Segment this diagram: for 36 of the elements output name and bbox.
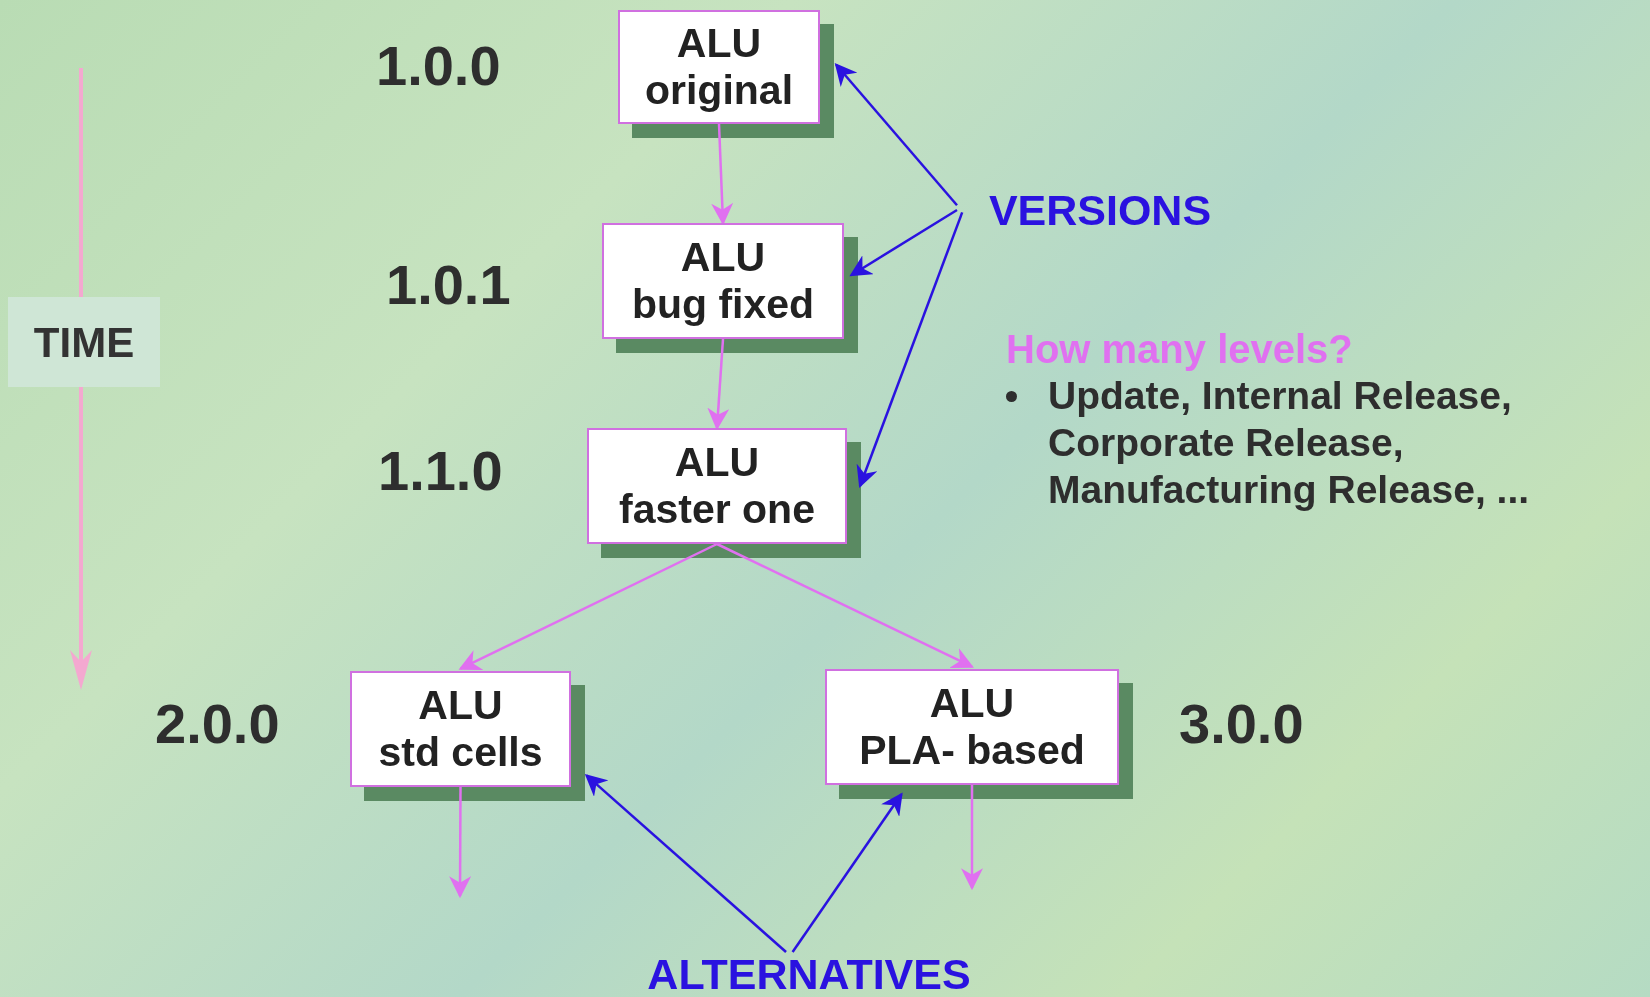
version-box [618,10,820,124]
box-text: PLA- based [859,727,1085,775]
box-text: ALU [418,681,503,729]
arrow [856,211,964,489]
callout-label: VERSIONS [970,186,1230,234]
arrow [716,542,974,668]
arrow [449,787,472,899]
version-number: 3.0.0 [1179,696,1304,752]
box-text: std cells [378,729,543,777]
version-number: 1.0.0 [376,38,501,94]
version-box [602,223,844,339]
version-box [350,671,571,787]
version-number: 2.0.0 [155,696,280,752]
arrow [458,542,718,670]
box-text: ALU [929,679,1015,727]
arrow [834,63,958,206]
question-heading: How many levels? [1006,326,1354,373]
arrow [961,785,983,891]
arrow [849,208,958,277]
arrow [707,338,730,431]
box-text: ALU [676,19,762,67]
box-text: ALU [680,233,766,281]
arrow [711,123,734,226]
box-text: bug fixed [631,281,815,329]
arrow [791,792,903,953]
time-label: TIME [8,297,160,387]
box-text: original [644,67,794,115]
callout-label: ALTERNATIVES [645,952,973,996]
box-text: faster one [619,486,815,534]
version-box [825,669,1119,785]
version-number: 1.0.1 [386,257,511,313]
version-number: 1.1.0 [378,443,503,499]
version-box [587,428,847,544]
box-text: ALU [674,438,760,486]
arrow [584,773,787,953]
bullet-text: Update, Internal Release, Corporate Release, Manufacturing Release, ... [1048,373,1531,513]
